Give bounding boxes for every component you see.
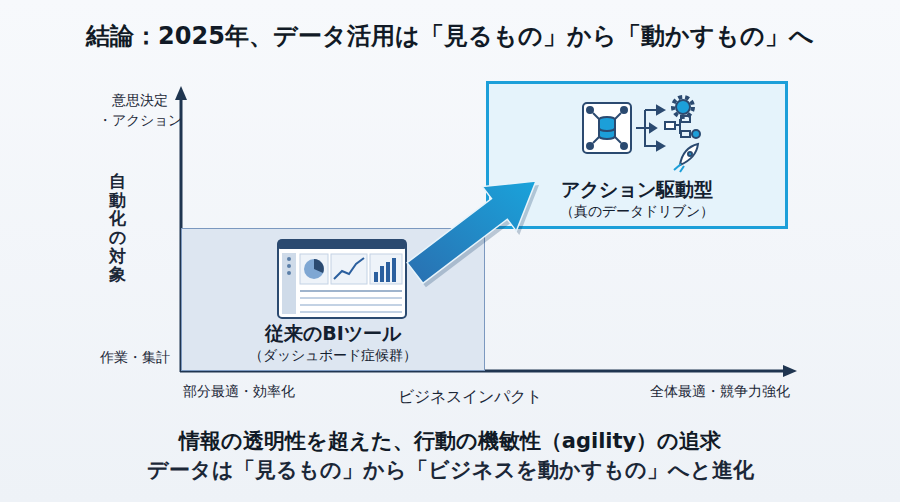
caption: 情報の透明性を超えた、行動の機敏性（agility）の追求 [0, 427, 900, 455]
axis-label: 全体最適・競争力強化 [650, 383, 790, 401]
box-heading: アクション駆動型 [555, 177, 719, 202]
x-axis-head [783, 365, 797, 377]
box-subtitle: （真のデータドリブン） [554, 202, 720, 220]
box-heading: 従来のBIツール [259, 321, 407, 346]
block-arrow [407, 181, 536, 283]
action-icon [583, 97, 700, 172]
axis-title: ビジネスインパクト [398, 387, 542, 408]
axis-title: 自動化の対象 [109, 172, 126, 284]
axis-label: ・アクション [98, 112, 182, 130]
axis-label: 部分最適・効率化 [183, 383, 295, 401]
axis-label: 作業・集計 [100, 349, 170, 367]
axis-label: 意思決定 [112, 92, 168, 110]
y-axis-head [175, 86, 187, 100]
box-subtitle: （ダッシュボード症候群） [243, 346, 423, 364]
action-box: アクション駆動型（真のデータドリブン） [486, 81, 788, 229]
dashboard-icon [278, 240, 406, 318]
caption-line: データは「見るもの」から「ビジネスを動かすもの」へと進化 [147, 456, 754, 484]
title: 結論：2025年、データ活用は「見るもの」から「動かすもの」へ [0, 20, 900, 52]
